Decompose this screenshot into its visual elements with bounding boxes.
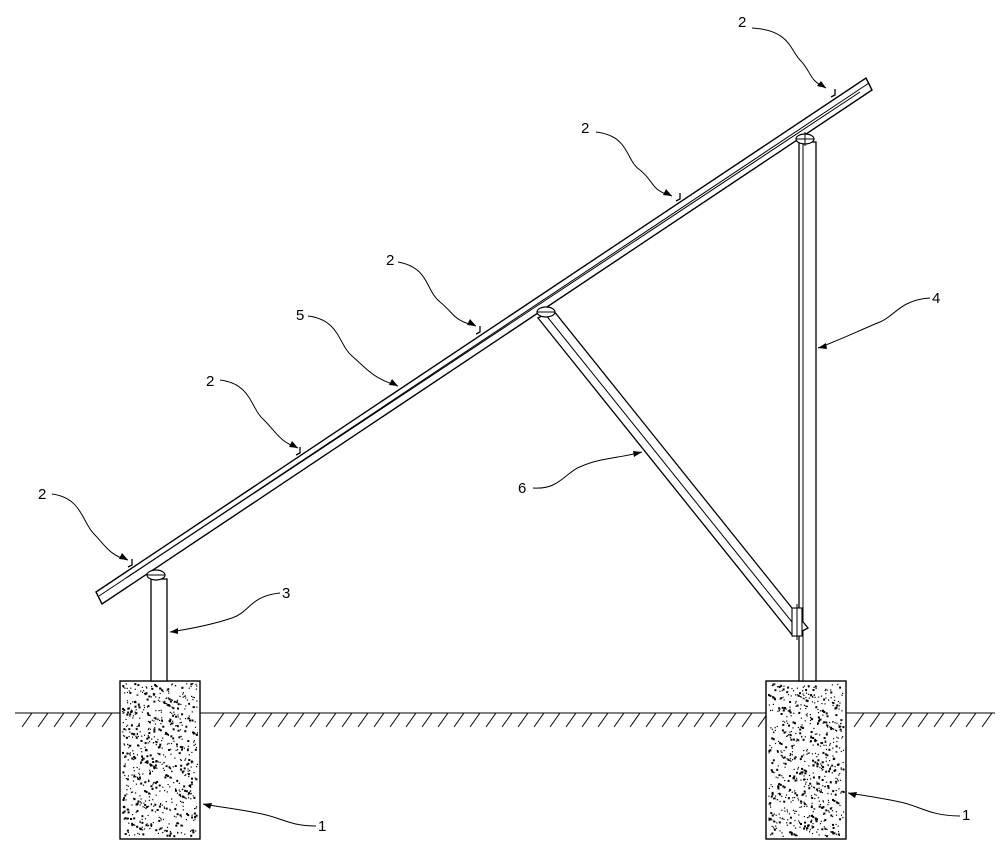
foundation-left <box>119 680 201 840</box>
callout-labels: 2 2 2 5 2 2 4 6 3 1 1 <box>38 14 970 835</box>
clamp-mark <box>475 326 481 335</box>
joint-front <box>146 569 166 581</box>
label-clamp-1: 2 <box>38 486 46 503</box>
label-diagonal-brace: 6 <box>518 480 526 497</box>
ground-hatching <box>21 712 993 728</box>
label-foundation-right: 1 <box>962 807 970 824</box>
joint-rear-top <box>795 132 815 146</box>
clamp-mark <box>675 193 681 202</box>
leader-front-post <box>169 592 281 633</box>
diagonal-brace <box>537 309 809 637</box>
leader-rear-post <box>817 297 931 349</box>
clamp-marks <box>127 89 836 568</box>
foundation-right-texture <box>768 683 845 838</box>
joint-brace-bottom <box>791 604 803 640</box>
leader-clamp-6 <box>751 27 827 89</box>
leader-brace <box>532 451 643 489</box>
label-clamp-3: 2 <box>206 373 214 390</box>
label-rear-post: 4 <box>932 290 940 307</box>
rear-post <box>798 141 817 682</box>
foundation-right <box>765 680 847 840</box>
leader-foundation-right <box>847 792 961 817</box>
joint-brace-top <box>536 306 556 318</box>
leader-clamp-4 <box>397 261 477 327</box>
purlin-beam <box>95 76 873 606</box>
foundation-left-texture <box>122 683 198 838</box>
clamp-mark <box>830 89 836 98</box>
clamp-mark <box>295 447 301 456</box>
clamp-mark <box>127 559 133 568</box>
front-post <box>150 578 168 682</box>
label-front-post: 3 <box>282 585 290 602</box>
leader-purlin <box>307 315 399 387</box>
label-foundation-left: 1 <box>318 818 326 835</box>
leader-clamp-1 <box>51 493 129 561</box>
label-clamp-6: 2 <box>738 14 746 31</box>
label-clamp-5: 2 <box>581 120 589 137</box>
label-clamp-4: 2 <box>386 252 394 269</box>
leader-clamp-3 <box>219 379 299 449</box>
leader-foundation-left <box>202 803 317 827</box>
label-purlin-beam: 5 <box>296 307 304 324</box>
leader-lines <box>51 27 961 827</box>
leader-clamp-5 <box>595 131 673 197</box>
